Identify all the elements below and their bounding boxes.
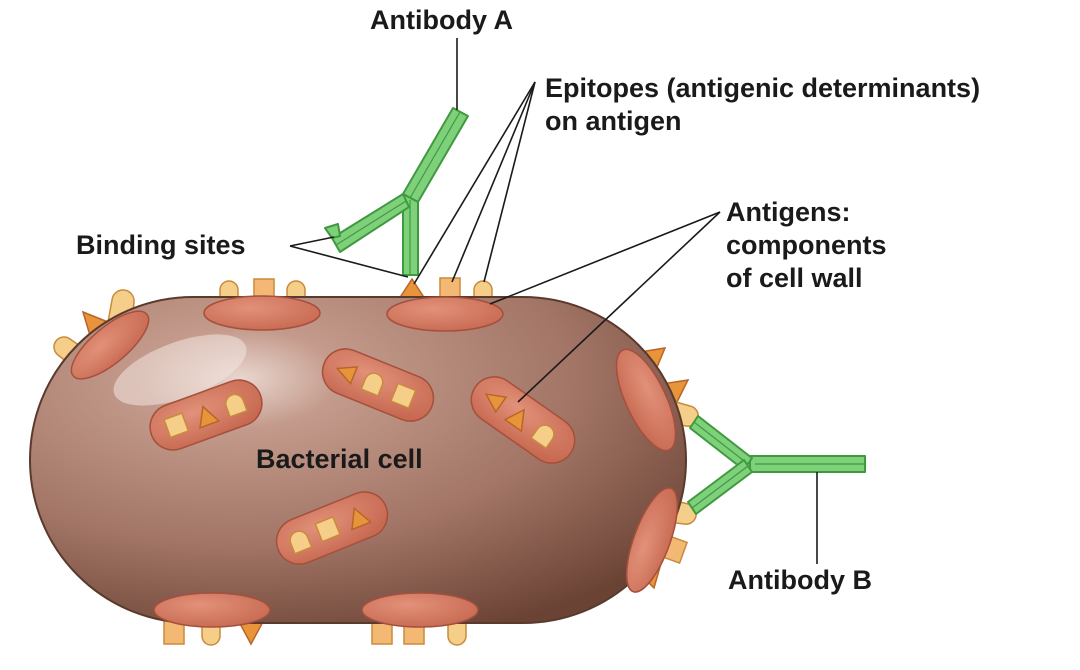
epitope-dome	[473, 280, 493, 299]
edge-antigens	[70, 295, 679, 628]
epitope-dome	[286, 280, 306, 298]
antigen-patch	[153, 592, 271, 628]
epitope-triangle	[503, 408, 525, 433]
antibody-b-label: Antibody B	[728, 565, 872, 595]
epitopes-label: Epitopes (antigenic determinants) on ant…	[545, 72, 980, 138]
epitope-dome	[219, 280, 239, 298]
epitope-dome	[447, 619, 467, 646]
epitope-triangle	[351, 506, 373, 531]
cell-highlight	[113, 334, 247, 406]
antigen-patch	[203, 295, 321, 331]
antigens-label-line3: of cell wall	[726, 263, 863, 293]
binding-sites-label: Binding sites	[76, 230, 246, 260]
antigen-patch	[70, 310, 150, 380]
epitope-leader-3	[483, 81, 536, 283]
antigen-patch	[386, 296, 504, 332]
epitope-dome	[530, 424, 555, 450]
interior-antigen-3	[470, 376, 576, 464]
bacterial-cell-label: Bacterial cell	[256, 444, 423, 474]
epitopes-label-line1: Epitopes (antigenic determinants)	[545, 73, 981, 103]
antibody-b	[687, 415, 866, 515]
epitope-leader-1	[413, 81, 536, 285]
antigens-label-line2: components	[726, 230, 887, 260]
epitope-triangle	[199, 405, 221, 429]
epitope-dome	[225, 393, 248, 418]
binding-site-leader-2	[289, 245, 409, 278]
antigen-leader-2	[517, 211, 721, 403]
antibody-a	[324, 107, 469, 276]
epitope-dome	[360, 372, 384, 397]
antigen-patch	[615, 348, 677, 452]
antigens-label: Antigens: components of cell wall	[726, 196, 887, 295]
antibody-a-label: Antibody A	[370, 5, 513, 35]
epitope-square	[314, 515, 341, 543]
epitope-dome	[289, 530, 313, 555]
leader-lines	[289, 38, 818, 564]
epitope-triangle	[335, 366, 359, 386]
antigen-patch	[361, 592, 479, 628]
epitope-leader-2	[451, 81, 536, 283]
antigen-patch	[625, 487, 679, 593]
epitope-square	[163, 412, 190, 439]
epitope-triangle	[484, 393, 508, 414]
epitope-square	[439, 277, 461, 300]
epitope-square	[389, 382, 417, 410]
antigens-label-line1: Antigens:	[726, 197, 851, 227]
interior-antigen-1	[149, 379, 263, 451]
epitopes-label-line2: on antigen	[545, 106, 682, 136]
binding-site-leader-1	[289, 236, 335, 247]
interior-antigen-2	[321, 348, 435, 422]
antigen-leader-1	[489, 211, 721, 305]
interior-antigen-4	[275, 491, 389, 565]
